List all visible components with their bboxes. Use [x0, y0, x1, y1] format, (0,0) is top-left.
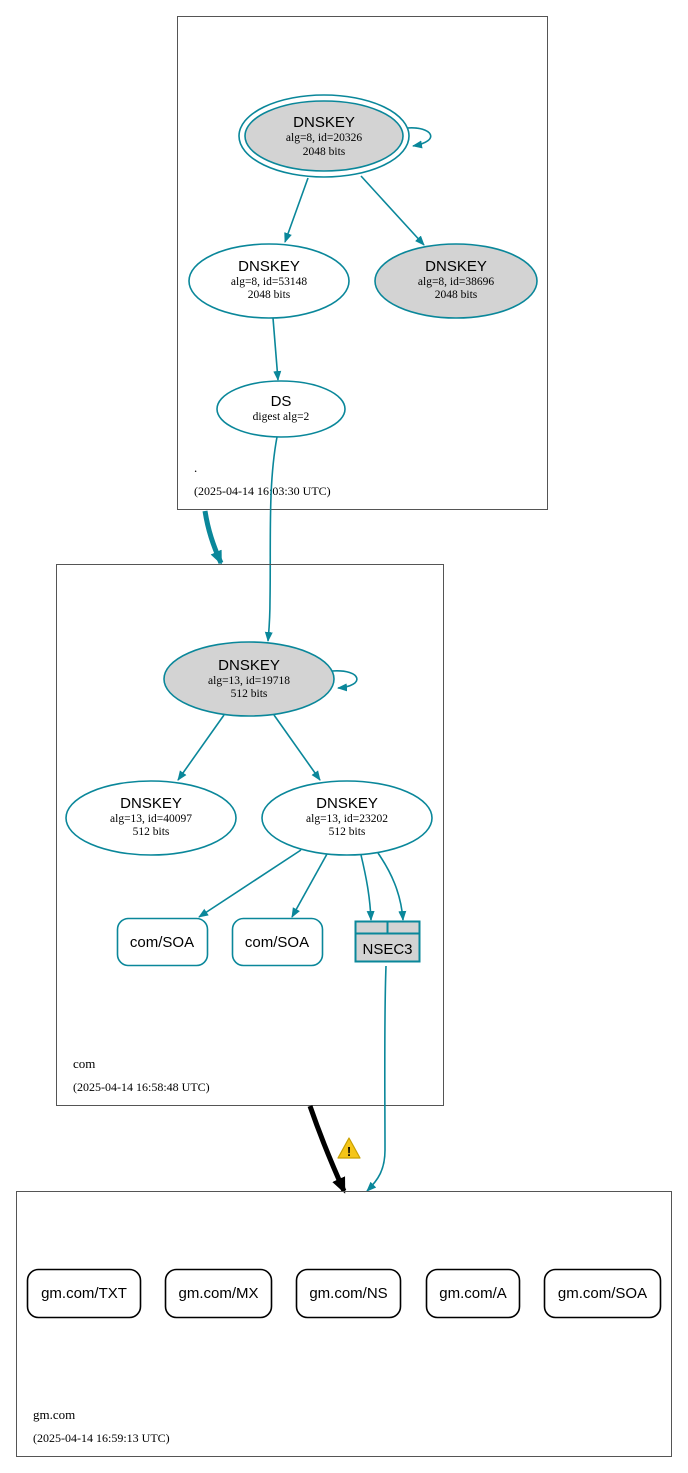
root-ksk-type: DNSKEY	[293, 114, 355, 131]
root-ksk-self-edge	[406, 127, 432, 149]
gm-record-soa[interactable]: gm.com/SOA	[543, 1268, 662, 1319]
edge-com-zsk2-nsec3-b	[377, 852, 407, 921]
com-soa-node-2[interactable]: com/SOA	[231, 917, 324, 967]
com-soa-label-1: com/SOA	[130, 934, 194, 951]
root-ksk-alg: alg=8, id=20326	[286, 132, 362, 144]
gm-record-txt[interactable]: gm.com/TXT	[26, 1268, 142, 1319]
zone-root-name: .	[194, 460, 197, 475]
zone-root-timestamp: (2025-04-14 16:03:30 UTC)	[194, 484, 331, 498]
gm-record-soa-label: gm.com/SOA	[558, 1285, 647, 1302]
zone-com-name: com	[73, 1056, 95, 1071]
com-ksk-alg: alg=13, id=19718	[208, 675, 290, 687]
com-soa-label-2: com/SOA	[245, 934, 309, 951]
edge-com-ksk-zsk1	[177, 714, 225, 781]
com-soa-node-1[interactable]: com/SOA	[116, 917, 209, 967]
edge-com-zsk2-soa1	[198, 849, 302, 918]
edge-ds-com-ksk	[264, 436, 278, 642]
warning-glyph: !	[347, 1144, 351, 1159]
com-zsk2-node[interactable]: DNSKEY alg=13, id=23202 512 bits	[261, 780, 433, 856]
delegation-root-com	[202, 510, 224, 565]
com-ksk-node[interactable]: DNSKEY alg=13, id=19718 512 bits	[163, 641, 335, 717]
com-zsk2-type: DNSKEY	[316, 795, 378, 812]
gm-record-a[interactable]: gm.com/A	[425, 1268, 521, 1319]
root-zsk-bits: 2048 bits	[248, 289, 291, 301]
root-zsk-type: DNSKEY	[238, 258, 300, 275]
root-ds-node[interactable]: DS digest alg=2	[216, 380, 346, 438]
zone-root-box	[177, 16, 548, 510]
delegation-com-gm	[307, 1105, 347, 1194]
edge-nsec3-gm	[366, 965, 387, 1192]
zone-gm-timestamp: (2025-04-14 16:59:13 UTC)	[33, 1431, 170, 1445]
edge-com-ksk-zsk2	[273, 714, 321, 781]
gm-record-a-label: gm.com/A	[439, 1285, 507, 1302]
root-ds-digest: digest alg=2	[253, 411, 310, 423]
zone-com: DNSKEY alg=13, id=19718 512 bits DNSKEY …	[56, 564, 444, 1106]
gm-record-mx-label: gm.com/MX	[178, 1285, 258, 1302]
zone-root: DNSKEY alg=8, id=20326 2048 bits DNSKEY …	[177, 16, 548, 510]
zone-gm-name: gm.com	[33, 1407, 75, 1422]
root-ksk-node[interactable]: DNSKEY alg=8, id=20326 2048 bits	[238, 94, 410, 178]
com-zsk1-type: DNSKEY	[120, 795, 182, 812]
root-ksk-bits: 2048 bits	[303, 146, 346, 158]
root-key2-bits: 2048 bits	[435, 289, 478, 301]
com-zsk2-alg: alg=13, id=23202	[306, 813, 388, 825]
com-zsk1-bits: 512 bits	[133, 826, 170, 838]
edge-root-ksk-key2	[360, 175, 425, 246]
edge-root-zsk-ds	[272, 317, 282, 381]
zone-gm: gm.com/TXT gm.com/MX gm.com/NS gm.com/A …	[16, 1191, 672, 1457]
edge-root-ksk-zsk	[284, 177, 309, 243]
zone-com-box	[56, 564, 444, 1106]
root-zsk-alg: alg=8, id=53148	[231, 276, 307, 288]
gm-record-ns-label: gm.com/NS	[309, 1285, 387, 1302]
root-key2-node[interactable]: DNSKEY alg=8, id=38696 2048 bits	[374, 243, 538, 319]
com-ksk-bits: 512 bits	[231, 688, 268, 700]
root-ds-type: DS	[271, 393, 292, 410]
com-zsk1-alg: alg=13, id=40097	[110, 813, 192, 825]
zone-gm-box	[16, 1191, 672, 1457]
root-zsk-node[interactable]: DNSKEY alg=8, id=53148 2048 bits	[188, 243, 350, 319]
com-ksk-type: DNSKEY	[218, 657, 280, 674]
edge-com-zsk2-soa2	[291, 853, 328, 918]
com-zsk1-node[interactable]: DNSKEY alg=13, id=40097 512 bits	[65, 780, 237, 856]
com-zsk2-bits: 512 bits	[329, 826, 366, 838]
com-nsec3-label: NSEC3	[362, 941, 412, 958]
gm-record-mx[interactable]: gm.com/MX	[164, 1268, 273, 1319]
warning-triangle-icon[interactable]: !	[337, 1137, 361, 1159]
root-key2-type: DNSKEY	[425, 258, 487, 275]
gm-record-txt-label: gm.com/TXT	[41, 1285, 127, 1302]
root-key2-alg: alg=8, id=38696	[418, 276, 494, 288]
zone-com-timestamp: (2025-04-14 16:58:48 UTC)	[73, 1080, 210, 1094]
com-nsec3-node[interactable]: NSEC3	[354, 920, 421, 963]
gm-record-ns[interactable]: gm.com/NS	[295, 1268, 402, 1319]
edge-com-zsk2-nsec3-a	[360, 854, 375, 921]
com-ksk-self-edge	[331, 670, 358, 692]
